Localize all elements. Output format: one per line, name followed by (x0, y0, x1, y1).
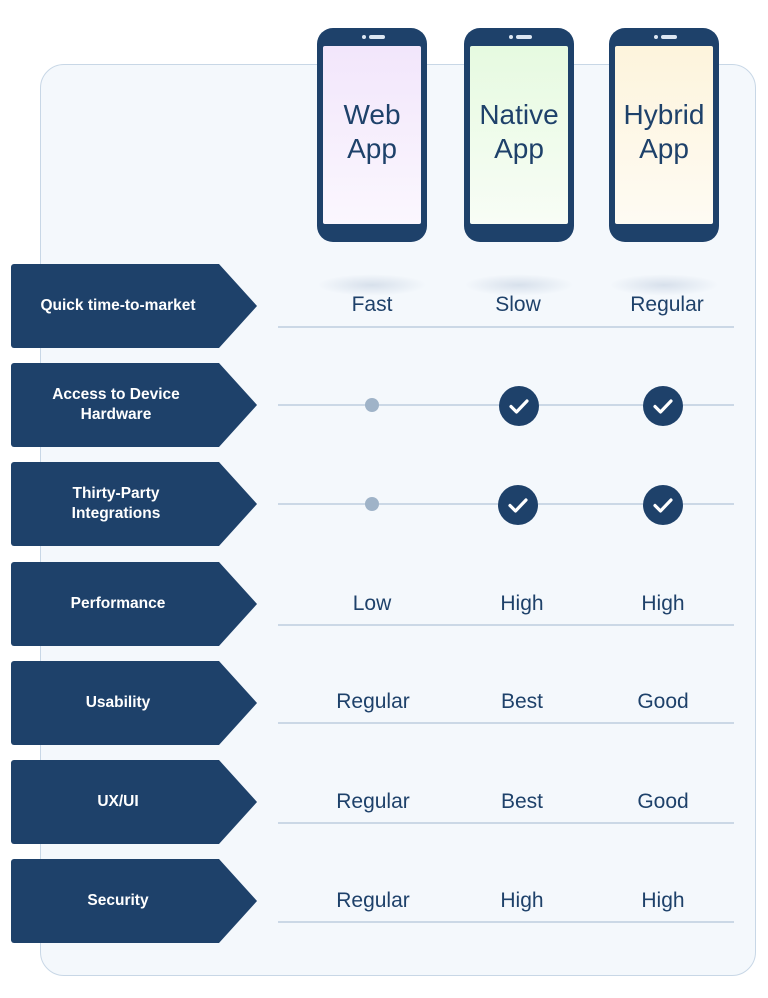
cell-native-time-to-market: Slow (495, 293, 541, 316)
phone-hybrid-app: Hybrid App (609, 28, 719, 242)
phone-shadow (464, 274, 574, 296)
cell-web-ux-ui: Regular (336, 790, 410, 813)
check-icon (643, 386, 683, 426)
partial-support-dot (365, 398, 379, 412)
cell-native-security: High (500, 889, 544, 912)
phone-web-app: Web App (317, 28, 427, 242)
cell-hybrid-security: High (641, 889, 685, 912)
phone-screen: Hybrid App (615, 46, 713, 224)
cell-web-time-to-market: Fast (351, 293, 393, 316)
phone-screen: Web App (323, 46, 421, 224)
row-label-security: Security (11, 859, 257, 943)
app-title-line2: App (639, 133, 689, 164)
cell-web-security: Regular (336, 889, 410, 912)
row-label-text: UX/UI (97, 793, 139, 810)
check-icon (499, 386, 539, 426)
camera-dot (654, 35, 658, 39)
cell-hybrid-performance: High (641, 592, 685, 615)
row-label-time-to-market: Quick time-to-market (11, 264, 257, 348)
app-title-line1: Web (343, 99, 401, 130)
cell-hybrid-usability: Good (637, 690, 689, 713)
phone-screen: Native App (470, 46, 568, 224)
row-divider (278, 921, 734, 923)
row-divider (278, 822, 734, 824)
row-label-integrations: Thirty-Party Integrations (11, 462, 257, 546)
partial-support-dot (365, 497, 379, 511)
check-icon (498, 485, 538, 525)
row-label-usability: Usability (11, 661, 257, 745)
cell-hybrid-time-to-market: Regular (630, 293, 704, 316)
phone-shadow (317, 274, 427, 296)
speaker-slot (369, 35, 385, 39)
row-label-device-hardware: Access to Device Hardware (11, 363, 257, 447)
speaker-slot (661, 35, 677, 39)
camera-dot (509, 35, 513, 39)
cell-native-usability: Best (500, 690, 544, 713)
row-label-text: Performance (70, 595, 166, 612)
app-title-line1: Native (479, 99, 559, 130)
check-icon (643, 485, 683, 525)
row-label-text: Security (87, 892, 149, 909)
row-divider (278, 722, 734, 724)
phone-shadow (609, 274, 719, 296)
row-label-ux-ui: UX/UI (11, 760, 257, 844)
row-divider (278, 326, 734, 328)
row-label-text: Usability (85, 694, 151, 711)
cell-web-usability: Regular (336, 690, 410, 713)
row-label-text: Thirty-Party Integrations (71, 485, 161, 522)
app-title-line1: Hybrid (623, 99, 705, 130)
row-label-text: Access to Device Hardware (52, 386, 180, 423)
cell-web-performance: Low (352, 592, 392, 615)
row-label-text: Quick time-to-market (40, 297, 196, 314)
phone-native-app: Native App (464, 28, 574, 242)
cell-hybrid-ux-ui: Good (637, 790, 689, 813)
cell-native-performance: High (500, 592, 544, 615)
app-title-line2: App (347, 133, 397, 164)
row-label-performance: Performance (11, 562, 257, 646)
speaker-slot (516, 35, 532, 39)
row-divider (278, 624, 734, 626)
camera-dot (362, 35, 366, 39)
cell-native-ux-ui: Best (500, 790, 544, 813)
app-title-line2: App (494, 133, 544, 164)
